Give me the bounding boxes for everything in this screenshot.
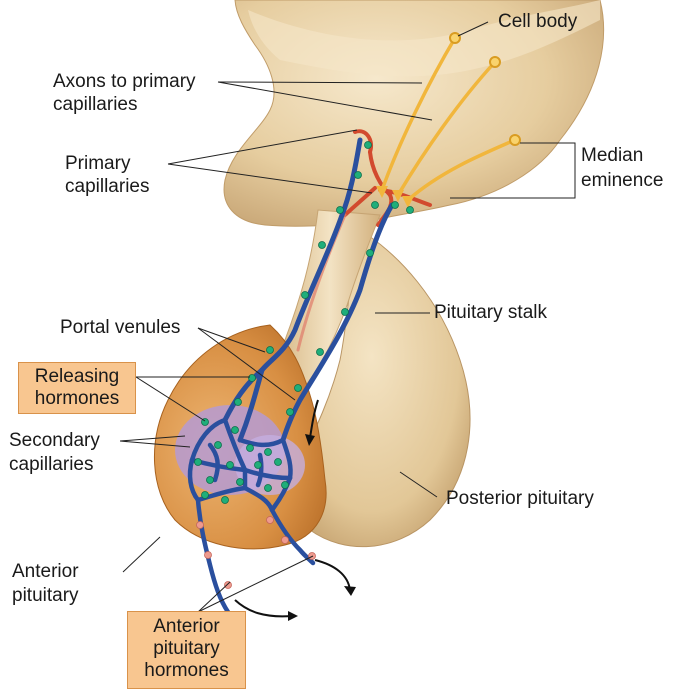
label-anterior-pituitary-line1: Anterior [12,561,79,583]
output-arrowhead-2 [288,611,298,621]
callout-aph-line1: Anterior [128,616,245,638]
label-anterior-pituitary-line2: pituitary [12,585,79,607]
callout-releasing-hormones-line2: hormones [19,388,135,410]
callout-aph-line2: pituitary [128,638,245,660]
label-median-eminence-line2: eminence [581,170,663,192]
callout-aph-line3: hormones [128,660,245,682]
label-axons-line1: Axons to primary [53,71,196,93]
cell-body-2 [490,57,500,67]
label-axons-line2: capillaries [53,94,137,116]
label-posterior-pituitary: Posterior pituitary [446,488,594,510]
label-pituitary-stalk: Pituitary stalk [434,302,547,324]
label-secondary-capillaries-line2: capillaries [9,454,93,476]
callout-releasing-hormones: Releasing hormones [18,362,136,414]
label-median-eminence-line1: Median [581,145,643,167]
output-arrow-1 [315,560,350,590]
callout-releasing-hormones-line1: Releasing [19,366,135,388]
label-primary-capillaries-line2: capillaries [65,176,149,198]
label-primary-capillaries-line1: Primary [65,153,130,175]
label-cell-body: Cell body [498,11,577,33]
label-secondary-capillaries-line1: Secondary [9,430,100,452]
callout-anterior-pituitary-hormones: Anterior pituitary hormones [127,611,246,689]
cell-body-1 [450,33,460,43]
output-arrowhead-1 [344,586,356,596]
label-portal-venules: Portal venules [60,317,180,339]
cell-body-3 [510,135,520,145]
